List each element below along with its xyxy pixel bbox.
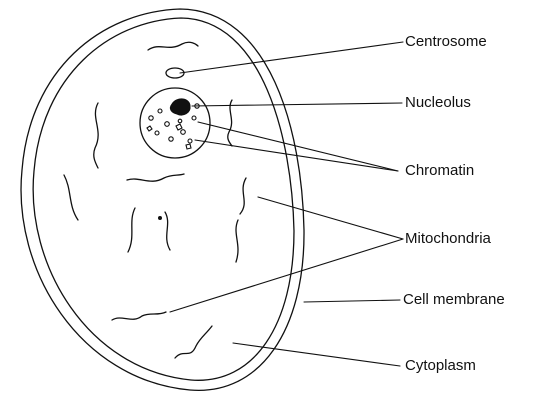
label-centrosome: Centrosome [405, 34, 487, 49]
label-cell-membrane: Cell membrane [403, 292, 505, 307]
nucleus [140, 88, 210, 158]
label-mitochondria: Mitochondria [405, 231, 491, 246]
leader-lines [170, 42, 403, 366]
label-cytoplasm: Cytoplasm [405, 358, 476, 373]
label-nucleolus: Nucleolus [405, 95, 471, 110]
nucleolus [170, 99, 190, 115]
label-chromatin: Chromatin [405, 163, 474, 178]
vesicle [158, 216, 162, 220]
cell-membrane [21, 9, 304, 390]
mitochondria [64, 42, 246, 358]
